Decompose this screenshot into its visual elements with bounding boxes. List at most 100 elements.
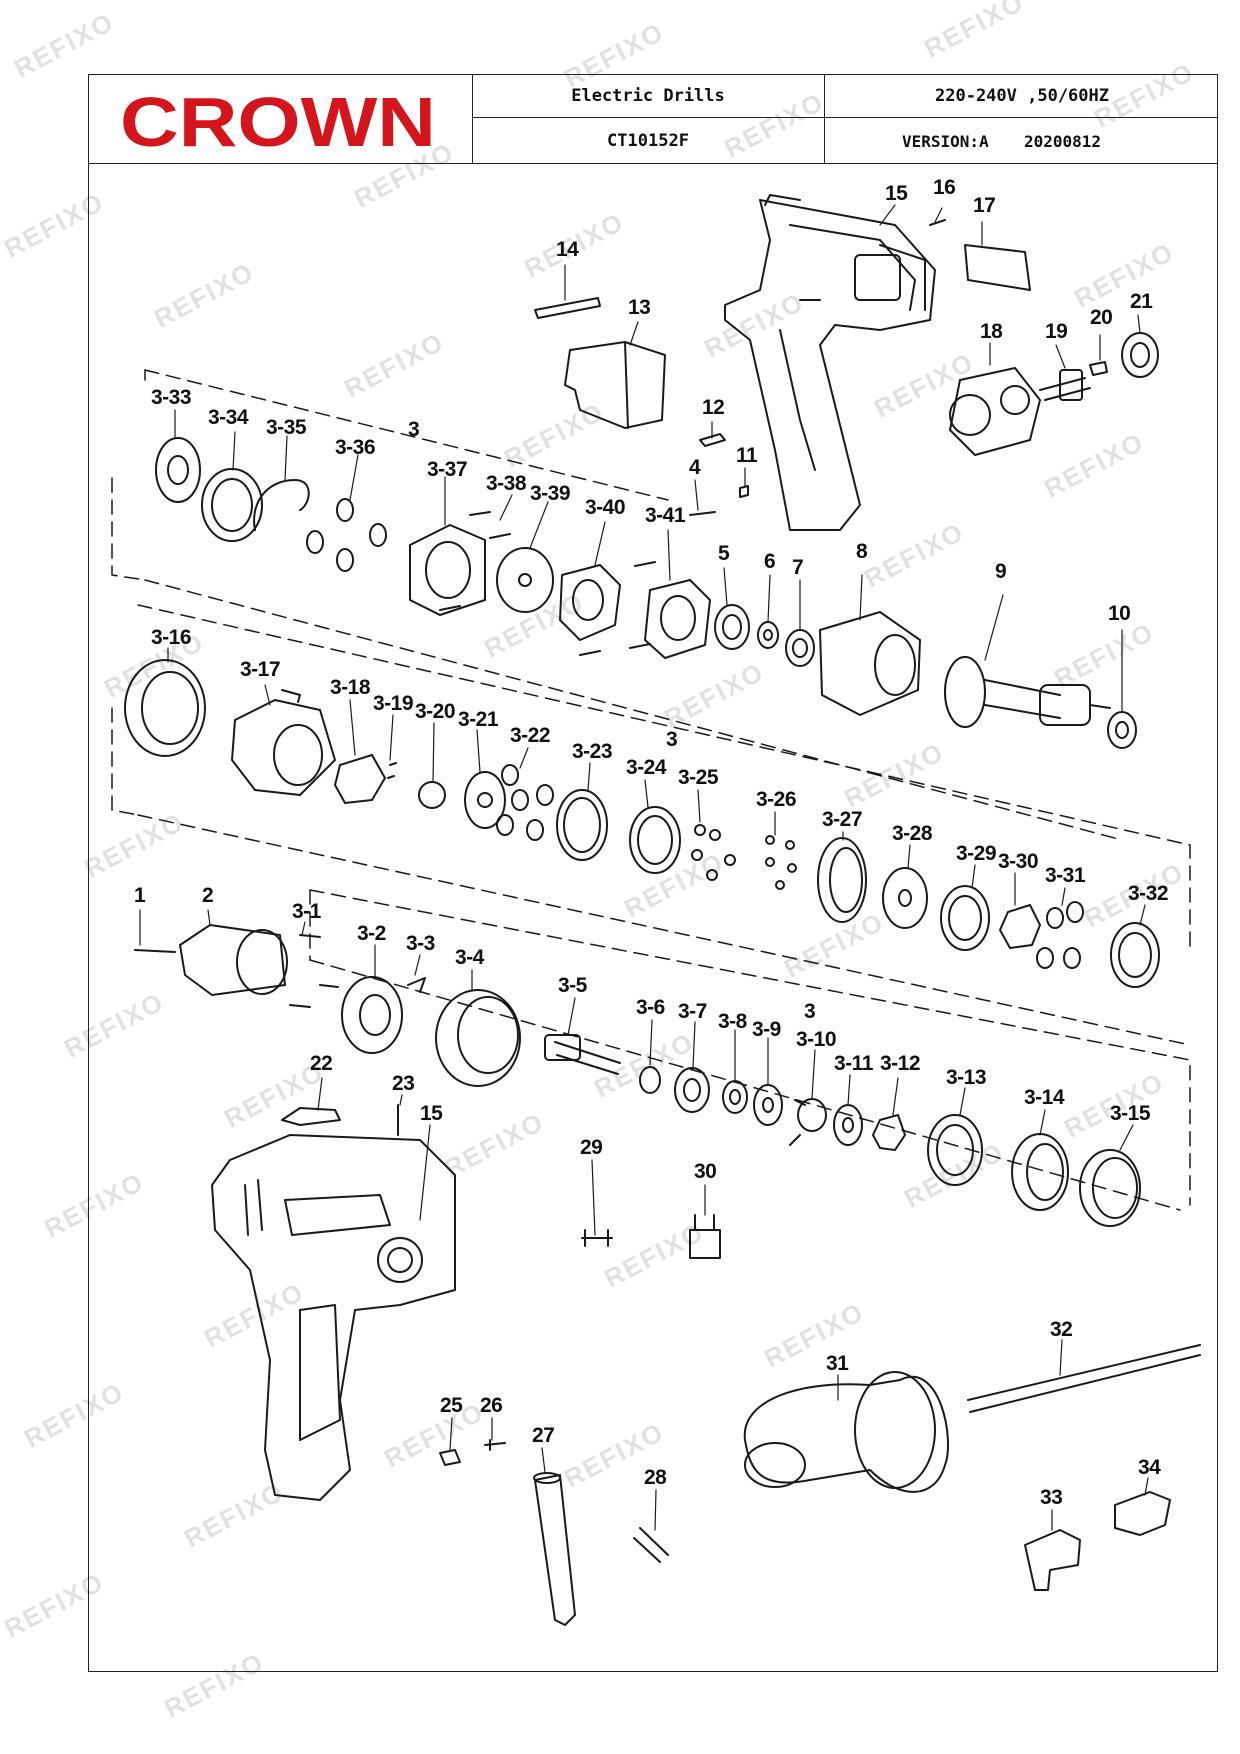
pin-29	[581, 1229, 613, 1247]
ring-3-32	[1110, 922, 1160, 988]
part-label: 20	[1090, 306, 1113, 329]
bearing-10	[1107, 711, 1137, 749]
ring-3-14	[1011, 1133, 1069, 1211]
part-label: 3-12	[880, 1052, 921, 1075]
part-label: 7	[792, 556, 804, 579]
part-label: 15	[420, 1102, 443, 1125]
part-label: 3-5	[558, 974, 587, 997]
part-label: 16	[933, 176, 956, 199]
housing-3-41	[644, 579, 711, 659]
part-label: 3-15	[1110, 1102, 1151, 1125]
part-label: 3-7	[678, 1000, 707, 1023]
part-label: 32	[1050, 1318, 1073, 1341]
bushing-3-20	[418, 781, 446, 809]
part-label: 3-20	[415, 700, 456, 723]
part-label: 3-19	[373, 692, 414, 715]
leader-lines	[139, 204, 1149, 1531]
part-label: 23	[392, 1072, 415, 1095]
gear-3-11	[833, 1104, 863, 1146]
part-label: 3-14	[1024, 1086, 1065, 1109]
spindle-3-5	[544, 1034, 621, 1075]
clutch-3-17	[231, 699, 336, 796]
part-label: 3-22	[510, 724, 551, 747]
crown-logo: CROWN	[120, 86, 436, 156]
screw-1	[134, 949, 176, 953]
nut-25	[439, 1449, 461, 1466]
carrier-3-30	[999, 904, 1041, 949]
title-block	[88, 74, 1218, 164]
part-label: 22	[310, 1052, 333, 1075]
part-label: 15	[885, 182, 908, 205]
part-label: 3-28	[892, 822, 933, 845]
part-label: 3-21	[458, 708, 499, 731]
part-label: 3-26	[756, 788, 797, 811]
switch-13	[564, 341, 666, 429]
part-12	[699, 433, 726, 447]
balls-3-26	[765, 835, 797, 890]
part-label: 14	[556, 238, 579, 261]
part-label: 3-16	[151, 626, 192, 649]
version-label: VERSION:A	[902, 132, 989, 151]
part-label: 29	[580, 1136, 603, 1159]
carrier-3-37	[409, 524, 486, 616]
part-label: 17	[973, 194, 996, 217]
washer-3-28	[882, 867, 928, 929]
release-date: 20200812	[1024, 132, 1102, 151]
part-label: 3-36	[335, 436, 376, 459]
capacitor-28	[633, 1527, 669, 1563]
part-label: 26	[480, 1394, 503, 1417]
handle-31	[743, 1371, 949, 1493]
part-label: 3-35	[266, 416, 307, 439]
title-divider	[472, 117, 1218, 118]
part-label: 30	[694, 1160, 717, 1183]
part-label: 19	[1045, 320, 1068, 343]
part-label: 3-17	[240, 658, 281, 681]
housing-half-left	[211, 1134, 456, 1501]
part-label: 3-3	[406, 932, 435, 955]
clip-22	[281, 1107, 341, 1126]
part-label: 3-37	[427, 458, 468, 481]
ring-3-29	[940, 885, 990, 951]
ring-3-13	[927, 1114, 983, 1186]
part-label: 3-2	[357, 922, 386, 945]
bearing-21	[1121, 332, 1159, 378]
assembly-3-group-box-1	[111, 369, 1123, 841]
armature-9	[944, 656, 1111, 728]
part-label: 3-11	[834, 1052, 873, 1075]
part-label: 28	[644, 1466, 667, 1489]
part-label: 3-9	[752, 1018, 781, 1041]
part-label: 3-39	[530, 482, 571, 505]
title-divider	[472, 74, 473, 164]
spring-3-3	[407, 977, 426, 993]
part-label: 3-1	[292, 900, 321, 923]
part-label: 18	[980, 320, 1003, 343]
part-11	[739, 485, 749, 498]
part-label: 10	[1108, 602, 1131, 625]
part-label: 27	[532, 1424, 555, 1447]
bushing-3-6	[639, 1066, 661, 1094]
part-label: 3-13	[946, 1066, 987, 1089]
spindle-19	[1039, 369, 1091, 401]
part-label: 4	[689, 456, 701, 479]
title-divider	[824, 74, 825, 164]
part-label: 3-32	[1128, 882, 1169, 905]
part-label: 3-25	[678, 766, 719, 789]
bearing-7	[785, 629, 815, 667]
voltage-spec: 220-240V ,50/60HZ	[935, 86, 1109, 106]
carrier-3-18	[334, 754, 386, 804]
part-label: 3	[408, 418, 420, 441]
assembly-3-group-box-2	[111, 604, 1191, 1046]
part-label: 3-33	[151, 386, 192, 409]
diagram-frame	[88, 74, 1218, 1672]
key-20	[1089, 361, 1108, 376]
screw-26	[484, 1439, 506, 1451]
part-label: 31	[826, 1352, 849, 1375]
part-label: 5	[718, 542, 730, 565]
assembly-3-group-box-3	[309, 889, 1191, 1211]
part-label: 11	[736, 444, 758, 467]
part-label: 3-41	[645, 504, 686, 527]
part-label: 33	[1040, 1486, 1063, 1509]
bracket-3-40	[559, 564, 621, 641]
part-label: 8	[856, 540, 868, 563]
part-label: 3-27	[822, 808, 863, 831]
